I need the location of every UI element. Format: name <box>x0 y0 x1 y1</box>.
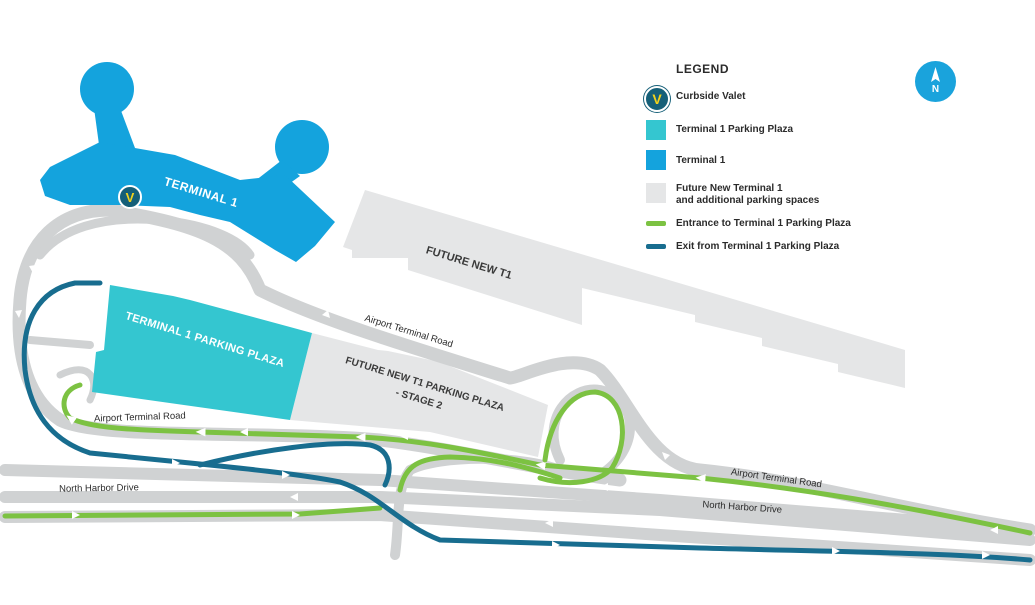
exit-route <box>21 280 1033 563</box>
exit-line-icon <box>646 244 666 249</box>
legend-label-parking: Terminal 1 Parking Plaza <box>676 124 794 135</box>
future-t1-area <box>343 190 905 388</box>
legend-label-terminal: Terminal 1 <box>676 155 726 166</box>
road-label-north-harbor-left: North Harbor Drive <box>59 482 139 494</box>
legend-label-future-line1: Future New Terminal 1 <box>676 183 783 194</box>
legend-item-exit: Exit from Terminal 1 Parking Plaza <box>640 241 930 267</box>
legend-item-entrance: Entrance to Terminal 1 Parking Plaza <box>640 218 930 244</box>
legend-label-exit: Exit from Terminal 1 Parking Plaza <box>676 241 840 252</box>
legend-label-future-line2: and additional parking spaces <box>676 195 820 206</box>
direction-arrow <box>15 310 22 318</box>
terminal-1-building <box>40 62 335 262</box>
direction-arrow <box>472 466 480 474</box>
direction-arrow <box>130 234 138 242</box>
direction-arrow <box>990 526 998 534</box>
compass-arrow-icon <box>931 67 940 82</box>
right-loop-road <box>548 384 635 480</box>
direction-arrow <box>400 432 408 440</box>
entrance-route-main <box>61 382 1033 536</box>
parking-swatch-icon <box>646 120 666 140</box>
north-letter: N <box>931 84 940 95</box>
entrance-route <box>2 382 1033 536</box>
direction-arrow <box>290 493 298 501</box>
direction-arrows <box>15 234 998 559</box>
exit-route-ramp <box>197 441 392 488</box>
direction-arrow <box>462 348 470 356</box>
valet-marker-symbol: V <box>126 190 135 205</box>
legend-item-terminal: Terminal 1 <box>640 150 930 176</box>
road-label-airport-terminal-road-left: Airport Terminal Road <box>94 410 186 424</box>
legend-label-valet: Curbside Valet <box>676 91 746 102</box>
direction-arrow <box>322 310 330 318</box>
direction-arrow <box>545 519 553 527</box>
north-harbor-drive-road-2 <box>0 491 1035 546</box>
legend-label-entrance: Entrance to Terminal 1 Parking Plaza <box>676 218 851 229</box>
legend-title: LEGEND <box>676 62 730 76</box>
terminal-swatch-icon <box>646 150 666 170</box>
future-swatch-icon <box>646 183 666 203</box>
terminal-1-parking-plaza <box>92 285 312 420</box>
direction-arrow <box>72 511 80 519</box>
legend-item-parking: Terminal 1 Parking Plaza <box>640 120 930 146</box>
direction-arrow <box>552 541 560 549</box>
direction-arrow <box>29 265 36 273</box>
legend-item-valet: V Curbside Valet <box>640 86 930 112</box>
direction-arrow <box>180 236 188 244</box>
exit-route-main <box>21 280 1033 563</box>
valet-badge-icon: V <box>644 86 670 112</box>
terminal-curbside-road <box>35 214 255 260</box>
legend-item-future: Future New Terminal 1 and additional par… <box>640 183 930 213</box>
direction-arrow <box>172 459 180 467</box>
entrance-route-ramp <box>397 454 563 493</box>
direction-arrow <box>662 452 670 460</box>
left-connector-road <box>26 336 94 349</box>
entrance-route-harbor <box>2 505 383 519</box>
entrance-route-loop <box>537 389 625 486</box>
entrance-line-icon <box>646 221 666 226</box>
direction-arrow <box>292 511 300 519</box>
direction-arrow <box>982 551 990 559</box>
valet-marker: V <box>118 185 142 209</box>
direction-arrow <box>832 547 840 555</box>
ramp-road-2 <box>56 366 98 404</box>
north-arrow-icon: N <box>915 61 956 102</box>
direction-arrow <box>282 471 290 479</box>
direction-arrow <box>600 483 608 491</box>
direction-arrow <box>240 428 248 436</box>
